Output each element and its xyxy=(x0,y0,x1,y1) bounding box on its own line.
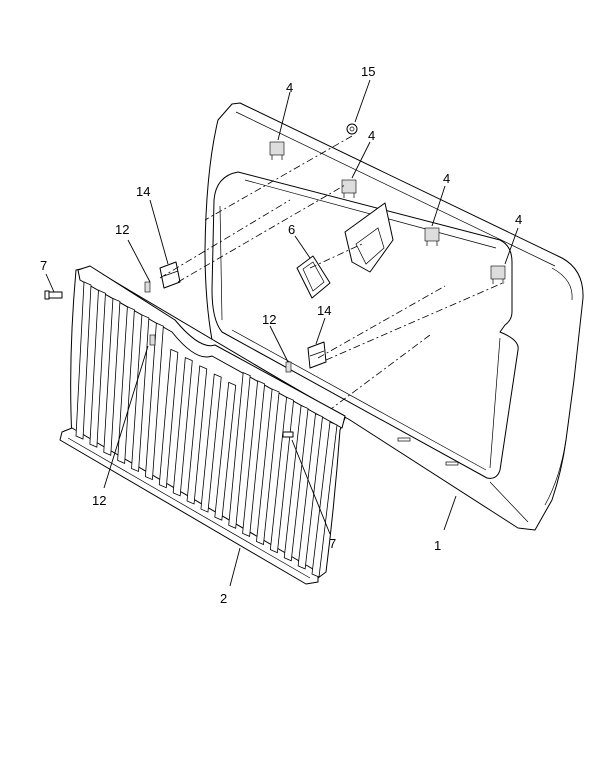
callout-6: 6 xyxy=(288,222,295,237)
screw-part-7-left xyxy=(44,290,63,300)
grille-part-2 xyxy=(59,265,346,585)
grille-slat xyxy=(256,388,280,546)
clip-part-4-c xyxy=(424,227,440,246)
callout-4-b: 4 xyxy=(368,128,375,143)
callout-15: 15 xyxy=(361,64,375,79)
pin-part-12-lower xyxy=(285,361,292,373)
grille-slat xyxy=(283,404,309,562)
bracket-part-14-upper xyxy=(159,261,181,289)
clip-part-4-b xyxy=(341,179,357,198)
assembly-lines xyxy=(159,135,506,439)
grille-slat xyxy=(214,381,237,521)
pin-part-12-mid xyxy=(149,334,156,346)
grille-slat xyxy=(200,373,222,513)
grille-slat xyxy=(158,348,179,489)
grille-slat xyxy=(228,372,251,529)
callout-4-c: 4 xyxy=(443,171,450,186)
grille-slat xyxy=(103,297,121,456)
grille-slat xyxy=(75,281,92,440)
callout-2: 2 xyxy=(220,591,227,606)
callout-12-upper: 12 xyxy=(115,222,129,237)
grille-slat xyxy=(186,365,208,505)
housing-panel-part-1 xyxy=(204,102,584,531)
grille-slat xyxy=(117,306,135,464)
callout-1: 1 xyxy=(434,538,441,553)
callout-14-upper: 14 xyxy=(136,184,150,199)
clip-part-4-a xyxy=(269,141,285,160)
grille-slat xyxy=(131,314,150,473)
callout-12-mid: 12 xyxy=(262,312,276,327)
screw-part-7-right xyxy=(282,431,294,438)
grille-slat xyxy=(172,357,193,497)
bracket-part-14-lower xyxy=(307,341,327,369)
leader-lines xyxy=(45,79,519,587)
grille-slat xyxy=(297,413,323,570)
grille-slats xyxy=(75,281,338,578)
callout-7-left: 7 xyxy=(40,258,47,273)
clip-part-4-d xyxy=(490,265,506,284)
callout-4-a: 4 xyxy=(286,80,293,95)
grille-slat xyxy=(242,380,266,537)
callout-4-d: 4 xyxy=(515,212,522,227)
pin-part-12-upper xyxy=(144,281,151,293)
callout-14-lower: 14 xyxy=(317,303,331,318)
emblem-part-6 xyxy=(296,255,331,299)
grille-slat xyxy=(311,421,338,578)
callout-labels: 1 2 4 4 4 4 6 7 7 12 12 12 14 14 15 xyxy=(40,64,522,606)
nut-part-15 xyxy=(346,123,358,135)
callout-12-lower: 12 xyxy=(92,493,106,508)
grille-slat xyxy=(144,322,164,481)
callout-7-right: 7 xyxy=(329,536,336,551)
grille-slat xyxy=(89,289,106,448)
